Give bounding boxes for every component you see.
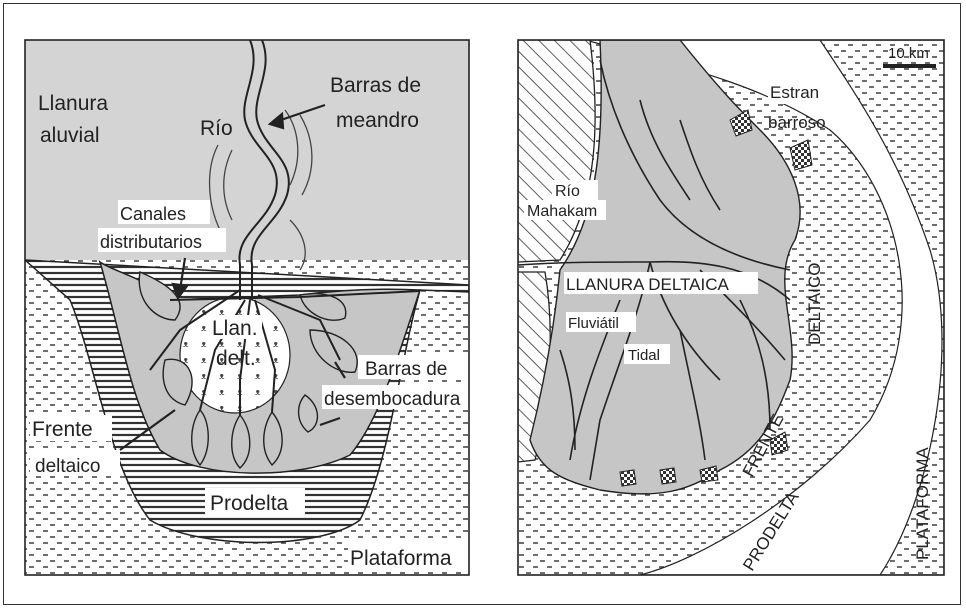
label-barras-meandro-1: Barras de xyxy=(330,74,421,97)
label-llan-delt-1: Llan. xyxy=(212,317,258,340)
label-barras-meandro-2: meandro xyxy=(336,109,419,132)
label-fluviatil: Fluviátil xyxy=(568,315,619,332)
label-rio-2: Mahakam xyxy=(527,203,597,220)
label-plataforma-right: PLATAFORMA xyxy=(913,447,932,560)
label-frente-2: deltaico xyxy=(35,456,101,477)
label-deltaico: DELTAICO xyxy=(805,263,824,346)
label-scale: 10 km xyxy=(888,45,929,62)
label-tidal: Tidal xyxy=(628,347,660,364)
alluvial-plain-area xyxy=(25,40,469,260)
label-estran-1: Estran xyxy=(770,83,819,102)
label-plataforma: Plataforma xyxy=(350,547,452,570)
label-canales-2: distributarios xyxy=(100,232,202,252)
label-llanura-deltaica: LLANURA DELTAICA xyxy=(566,275,729,294)
label-prodelta: Prodelta xyxy=(210,492,289,515)
label-llan-delt-2: delt. xyxy=(216,347,256,370)
label-llanura-aluvial-1: Llanura xyxy=(38,92,108,115)
label-rio: Río xyxy=(200,117,233,140)
label-estran-2: barroso xyxy=(768,113,826,132)
right-panel: 10 km Estran barroso Río Mahakam LLANURA… xyxy=(518,40,944,575)
label-llanura-aluvial-2: aluvial xyxy=(40,124,100,147)
left-panel: Llanura aluvial Río Barras de meandro Ca… xyxy=(25,40,469,575)
label-rio-1: Río xyxy=(555,183,580,200)
label-frente-1: Frente xyxy=(32,418,93,441)
label-barras-desemb-1: Barras de xyxy=(365,359,447,380)
label-canales-1: Canales xyxy=(120,204,186,224)
label-barras-desemb-2: desembocadura xyxy=(324,389,461,410)
